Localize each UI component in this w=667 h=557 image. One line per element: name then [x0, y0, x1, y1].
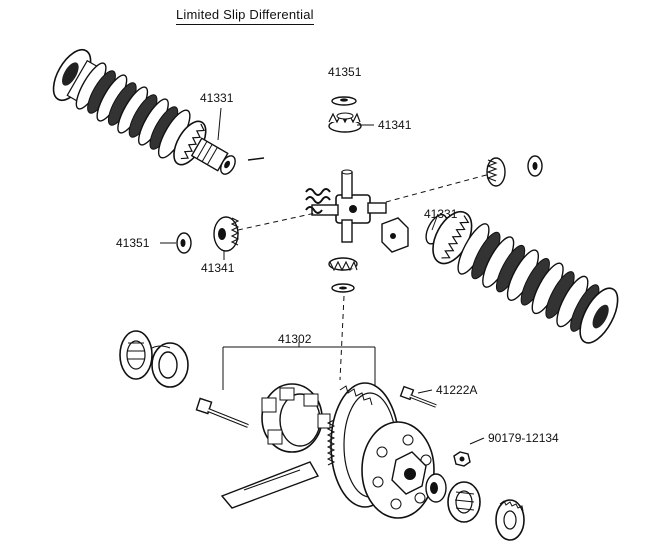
toothed-washer-right — [495, 499, 525, 541]
pinion-shaft-spider — [305, 169, 387, 243]
leader-41302 — [222, 342, 376, 390]
label-41351-left: 41351 — [116, 236, 150, 250]
thrust-block-right — [381, 217, 409, 253]
bearing-left — [119, 330, 189, 388]
assembly-guide-lines — [237, 173, 491, 381]
thrust-washer-left — [176, 232, 192, 254]
label-41302: 41302 — [278, 332, 312, 346]
clutch-pack-left — [52, 48, 265, 175]
label-90179-12134: 90179-12134 — [488, 431, 559, 445]
label-41341-left: 41341 — [201, 261, 235, 275]
label-41331-right: 41331 — [424, 207, 458, 221]
label-41222A: 41222A — [436, 383, 478, 397]
diagram-title: Limited Slip Differential — [176, 7, 314, 25]
case-bolt-41222A — [399, 385, 437, 408]
differential-case — [220, 382, 447, 519]
label-41341-top: 41341 — [378, 118, 412, 132]
pinion-gear-top — [328, 112, 362, 133]
label-41331-left: 41331 — [200, 91, 234, 105]
label-41351-top: 41351 — [328, 65, 362, 79]
nut-90179 — [453, 451, 471, 467]
pinion-gear-right-top — [486, 155, 543, 187]
bearing-right — [447, 481, 481, 523]
thrust-washer-top — [331, 96, 357, 106]
pinion-gear-bottom — [328, 257, 358, 293]
pinion-gear-left — [213, 216, 240, 252]
label-leaders — [160, 107, 485, 445]
case-bolt-left — [195, 397, 249, 428]
clutch-pack-right — [425, 211, 619, 344]
